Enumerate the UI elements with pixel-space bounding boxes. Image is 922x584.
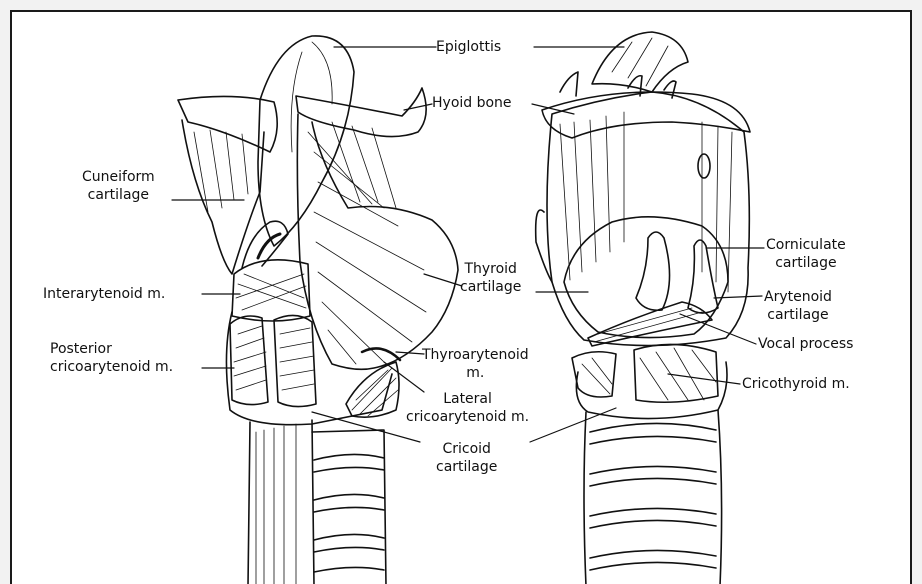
- left-thyroid-lamina: [297, 114, 458, 369]
- left-larynx-view: [178, 36, 458, 584]
- label-lateral-cricoarytenoid: Lateral cricoarytenoid m.: [406, 390, 529, 426]
- label-thyroid-cartilage: Thyroid cartilage: [460, 260, 521, 296]
- right-thyroid: [547, 92, 749, 346]
- left-trachea: [248, 420, 386, 584]
- label-cricoid-cartilage: Cricoid cartilage: [436, 440, 497, 476]
- left-lat-cricoarytenoid: [346, 362, 399, 417]
- figure-frame: Epiglottis Hyoid bone Cuneiform cartilag…: [10, 10, 912, 584]
- right-arytenoid: [688, 240, 718, 313]
- label-thyroarytenoid: Thyroarytenoid m.: [422, 346, 529, 382]
- label-vocal-process: Vocal process: [758, 335, 853, 353]
- right-trachea: [584, 410, 722, 584]
- label-posterior-cricoarytenoid: Posterior cricoarytenoid m.: [50, 340, 173, 376]
- label-cricothyroid: Cricothyroid m.: [742, 375, 850, 393]
- right-cricoid: [576, 362, 727, 419]
- right-corniculate: [636, 232, 670, 310]
- right-hyoid: [542, 92, 750, 138]
- label-arytenoid-cartilage: Arytenoid cartilage: [764, 288, 832, 324]
- label-interarytenoid: Interarytenoid m.: [43, 285, 165, 303]
- label-epiglottis: Epiglottis: [436, 38, 501, 56]
- right-cavity: [564, 217, 728, 338]
- left-epiglottis: [258, 36, 354, 246]
- label-cuneiform-cartilage: Cuneiform cartilage: [82, 168, 155, 204]
- label-corniculate-cartilage: Corniculate cartilage: [766, 236, 846, 272]
- right-larynx-view: [536, 32, 750, 584]
- label-hyoid-bone: Hyoid bone: [432, 94, 512, 112]
- right-epiglottis: [592, 32, 688, 92]
